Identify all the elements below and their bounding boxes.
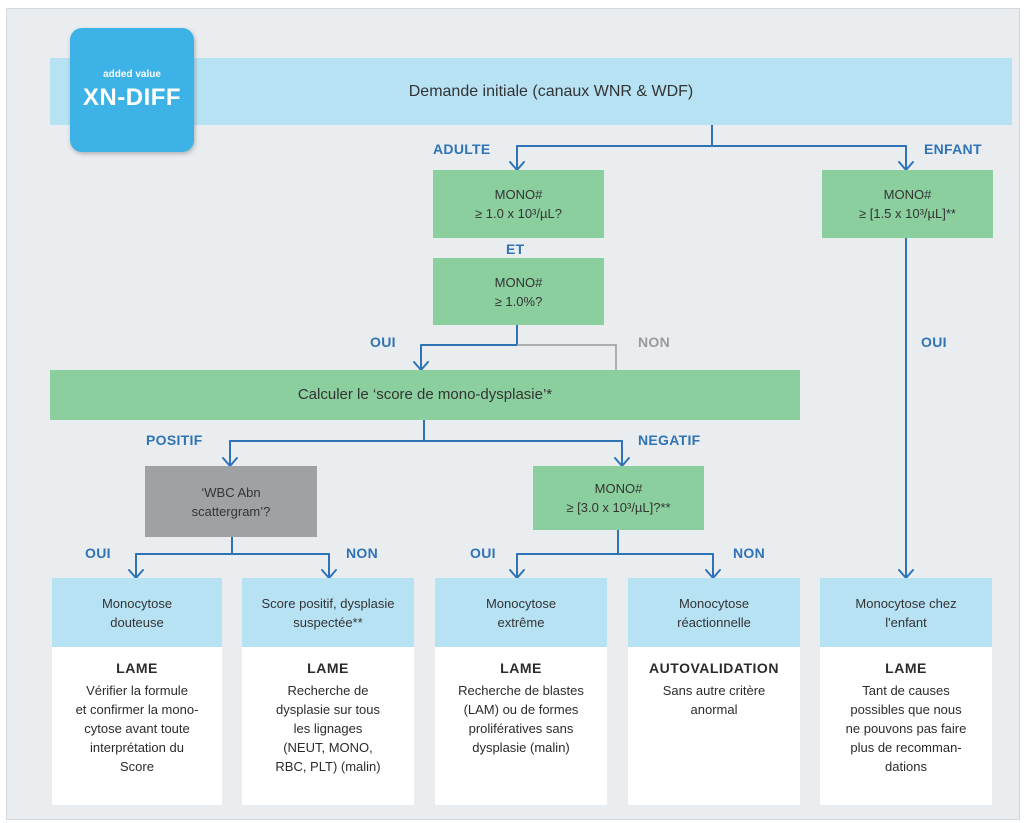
- outcome-title-enfant: Monocytose chez l'enfant: [820, 578, 992, 647]
- label-adulte: ADULTE: [433, 141, 491, 157]
- node-score-calc: Calculer le ‘score de mono-dysplasie’*: [50, 370, 800, 420]
- node-child-mono-count: MONO# ≥ [1.5 x 10³/µL]**: [822, 170, 993, 238]
- outcome-title-douteuse: Monocytose douteuse: [52, 578, 222, 647]
- node-adult-mono-percent: MONO# ≥ 1.0%?: [433, 258, 604, 325]
- outcome-body-extreme: LAME Recherche de blastes (LAM) ou de fo…: [435, 647, 607, 805]
- top-bar: Demande initiale (canaux WNR & WDF): [50, 58, 1012, 125]
- xn-diff-logo: added value XN-DIFF: [70, 28, 194, 152]
- label-non-mid: NON: [638, 334, 671, 350]
- label-non-mono3: NON: [733, 545, 766, 561]
- label-oui-left: OUI: [370, 334, 396, 350]
- label-oui-mono3: OUI: [470, 545, 496, 561]
- node-mono-extreme-threshold: MONO# ≥ [3.0 x 10³/µL]?**: [533, 466, 704, 530]
- outcome-body-dysplasie: LAME Recherche de dysplasie sur tous les…: [242, 647, 414, 805]
- outcome-body-reactionnelle: AUTOVALIDATION Sans autre critère anorma…: [628, 647, 800, 805]
- label-oui-wbc: OUI: [85, 545, 111, 561]
- outcome-body-enfant: LAME Tant de causes possibles que nous n…: [820, 647, 992, 805]
- node-wbc-abn-scattergram: ‘WBC Abn scattergram’?: [145, 466, 317, 537]
- outcome-title-dysplasie: Score positif, dysplasie suspectée**: [242, 578, 414, 647]
- label-non-wbc: NON: [346, 545, 379, 561]
- outcome-title-reactionnelle: Monocytose réactionnelle: [628, 578, 800, 647]
- outcome-title-extreme: Monocytose extrême: [435, 578, 607, 647]
- outcome-body-douteuse: LAME Vérifier la formule et confirmer la…: [52, 647, 222, 805]
- label-enfant: ENFANT: [924, 141, 982, 157]
- label-oui-right: OUI: [921, 334, 947, 350]
- label-et: ET: [506, 241, 525, 257]
- node-adult-mono-count: MONO# ≥ 1.0 x 10³/µL?: [433, 170, 604, 238]
- label-positif: POSITIF: [146, 432, 203, 448]
- label-negatif: NEGATIF: [638, 432, 701, 448]
